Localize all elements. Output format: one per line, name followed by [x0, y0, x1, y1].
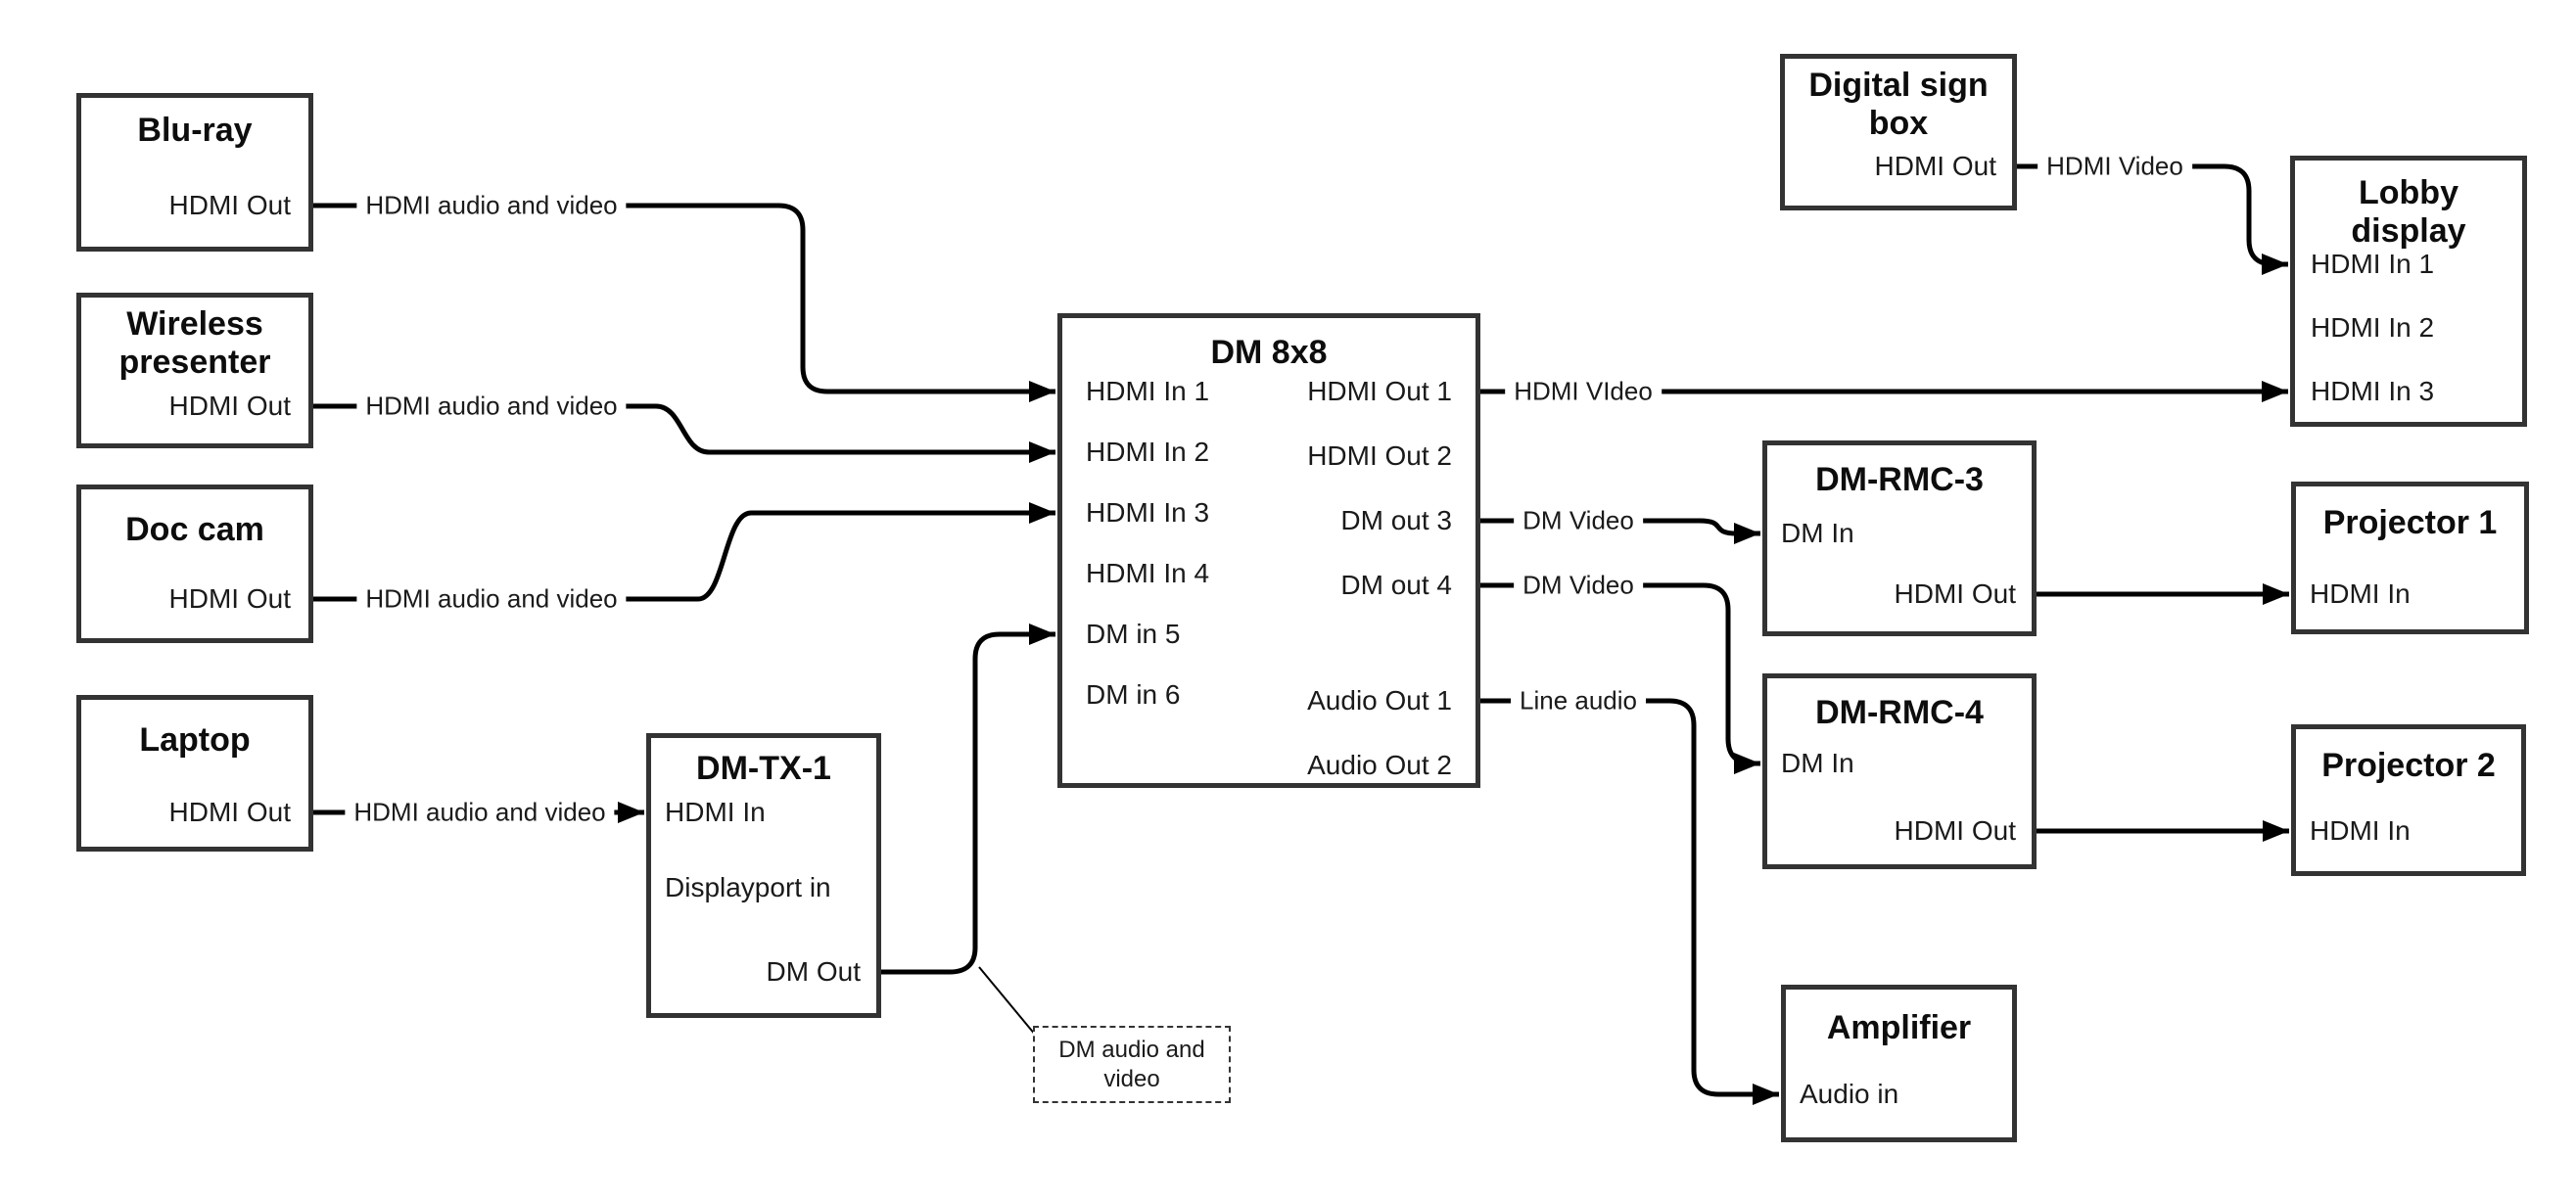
node-title: Projector 2 — [2321, 747, 2496, 784]
port-dm-in-5: DM in 5 — [1086, 619, 1181, 649]
node-title: DM-RMC-4 — [1815, 694, 1984, 731]
port-hdmi-in-1: HDMI In 1 — [2311, 249, 2435, 279]
port-hdmi-in-2: HDMI In 2 — [1086, 437, 1210, 467]
wire-bluray-to-dm8x8-in1 — [313, 203, 1055, 402]
port-audio-in: Audio in — [1800, 1079, 1899, 1109]
port-hdmi-out: HDMI Out — [168, 583, 291, 614]
node-title: Projector 1 — [2322, 504, 2498, 541]
node-dm-rmc-3: DM-RMC-3 DM In HDMI Out — [1762, 440, 2037, 636]
port-hdmi-in-4: HDMI In 4 — [1086, 558, 1210, 588]
port-hdmi-out-1: HDMI Out 1 — [1307, 376, 1452, 406]
wire-label-hdmi-av-bluray: HDMI audio and video — [356, 188, 627, 223]
port-dm-out-4: DM out 4 — [1340, 570, 1452, 600]
node-title: Doc cam — [125, 511, 264, 548]
port-hdmi-out: HDMI Out — [168, 190, 291, 220]
port-dm-out: DM Out — [766, 956, 861, 987]
node-dm-rmc-4: DM-RMC-4 DM In HDMI Out — [1762, 673, 2037, 869]
wire-label-hdmi-av-doccam: HDMI audio and video — [356, 581, 627, 617]
port-hdmi-in-3: HDMI In 3 — [1086, 497, 1210, 528]
node-dm-tx-1: DM-TX-1 HDMI In Displayport in DM Out — [646, 733, 881, 1018]
node-doc-cam: Doc cam HDMI Out — [76, 485, 313, 643]
wire-dm8x8-out3-to-dmrmc3-dmin — [1480, 518, 1760, 544]
wire-wireless-to-dm8x8-in2 — [313, 403, 1055, 463]
node-projector-2: Projector 2 HDMI In — [2291, 724, 2526, 876]
node-wireless-presenter: Wireless presenter HDMI Out — [76, 293, 313, 448]
node-title: DM-RMC-3 — [1815, 461, 1984, 498]
port-dm-in: DM In — [1781, 518, 1854, 548]
annotation-leader-line — [978, 966, 1037, 1037]
node-title: Amplifier — [1826, 1009, 1972, 1046]
wire-digisign-to-lobby-in1 — [2017, 163, 2288, 275]
wire-label-dm-video-out3: DM Video — [1514, 503, 1643, 538]
port-hdmi-out-2: HDMI Out 2 — [1307, 440, 1452, 471]
node-lobby-display: Lobby display HDMI In 1 HDMI In 2 HDMI I… — [2290, 156, 2527, 427]
port-audio-out-2: Audio Out 2 — [1307, 750, 1452, 780]
node-title: Blu-ray — [137, 112, 253, 149]
wire-label-hdmi-video-digisign: HDMI Video — [2037, 149, 2192, 184]
port-dm-out-3: DM out 3 — [1340, 505, 1452, 535]
node-title: DM 8x8 — [1210, 334, 1328, 371]
wire-dmtx1-dmout-to-dm8x8-in5 — [881, 624, 1055, 975]
node-title: DM-TX-1 — [696, 750, 831, 787]
node-laptop: Laptop HDMI Out — [76, 695, 313, 852]
port-hdmi-out: HDMI Out — [1874, 151, 1996, 181]
port-hdmi-in: HDMI In — [665, 797, 766, 827]
node-title: Laptop — [139, 721, 251, 759]
wire-dm8x8-out4-to-dmrmc4-dmin — [1480, 582, 1760, 774]
port-hdmi-out: HDMI Out — [1894, 578, 2016, 609]
node-title: Wireless presenter — [118, 305, 271, 382]
port-hdmi-in: HDMI In — [2310, 578, 2411, 609]
node-projector-1: Projector 1 HDMI In — [2291, 482, 2529, 634]
port-displayport-in: Displayport in — [665, 872, 831, 902]
node-dm-8x8: DM 8x8 HDMI In 1 HDMI In 2 HDMI In 3 HDM… — [1057, 313, 1480, 788]
wire-doccam-to-dm8x8-in3 — [313, 502, 1055, 602]
node-amplifier: Amplifier Audio in — [1781, 985, 2017, 1142]
port-hdmi-in-3: HDMI In 3 — [2311, 376, 2435, 406]
annotation-dm-audio-video: DM audio and video — [1033, 1026, 1231, 1103]
wire-dm8x8-aout1-to-amp — [1480, 698, 1779, 1105]
port-audio-out-1: Audio Out 1 — [1307, 685, 1452, 716]
wire-label-hdmi-video-out1: HDMI VIdeo — [1505, 374, 1662, 409]
wire-label-line-audio: Line audio — [1511, 683, 1646, 718]
node-title: Lobby display — [2351, 174, 2466, 251]
wire-label-hdmi-av-wireless: HDMI audio and video — [356, 389, 627, 424]
port-hdmi-out: HDMI Out — [168, 797, 291, 827]
port-dm-in: DM In — [1781, 748, 1854, 778]
node-title: Digital sign box — [1808, 67, 1989, 143]
port-hdmi-out: HDMI Out — [1894, 815, 2016, 846]
port-dm-in-6: DM in 6 — [1086, 679, 1181, 710]
port-hdmi-out: HDMI Out — [168, 391, 291, 421]
node-digital-sign-box: Digital sign box HDMI Out — [1780, 54, 2017, 210]
port-hdmi-in-1: HDMI In 1 — [1086, 376, 1210, 406]
wire-label-dm-video-out4: DM Video — [1514, 568, 1643, 603]
port-hdmi-in-2: HDMI In 2 — [2311, 312, 2435, 343]
node-bluray: Blu-ray HDMI Out — [76, 93, 313, 252]
wire-label-hdmi-av-laptop: HDMI audio and video — [345, 795, 615, 830]
port-hdmi-in: HDMI In — [2310, 815, 2411, 846]
